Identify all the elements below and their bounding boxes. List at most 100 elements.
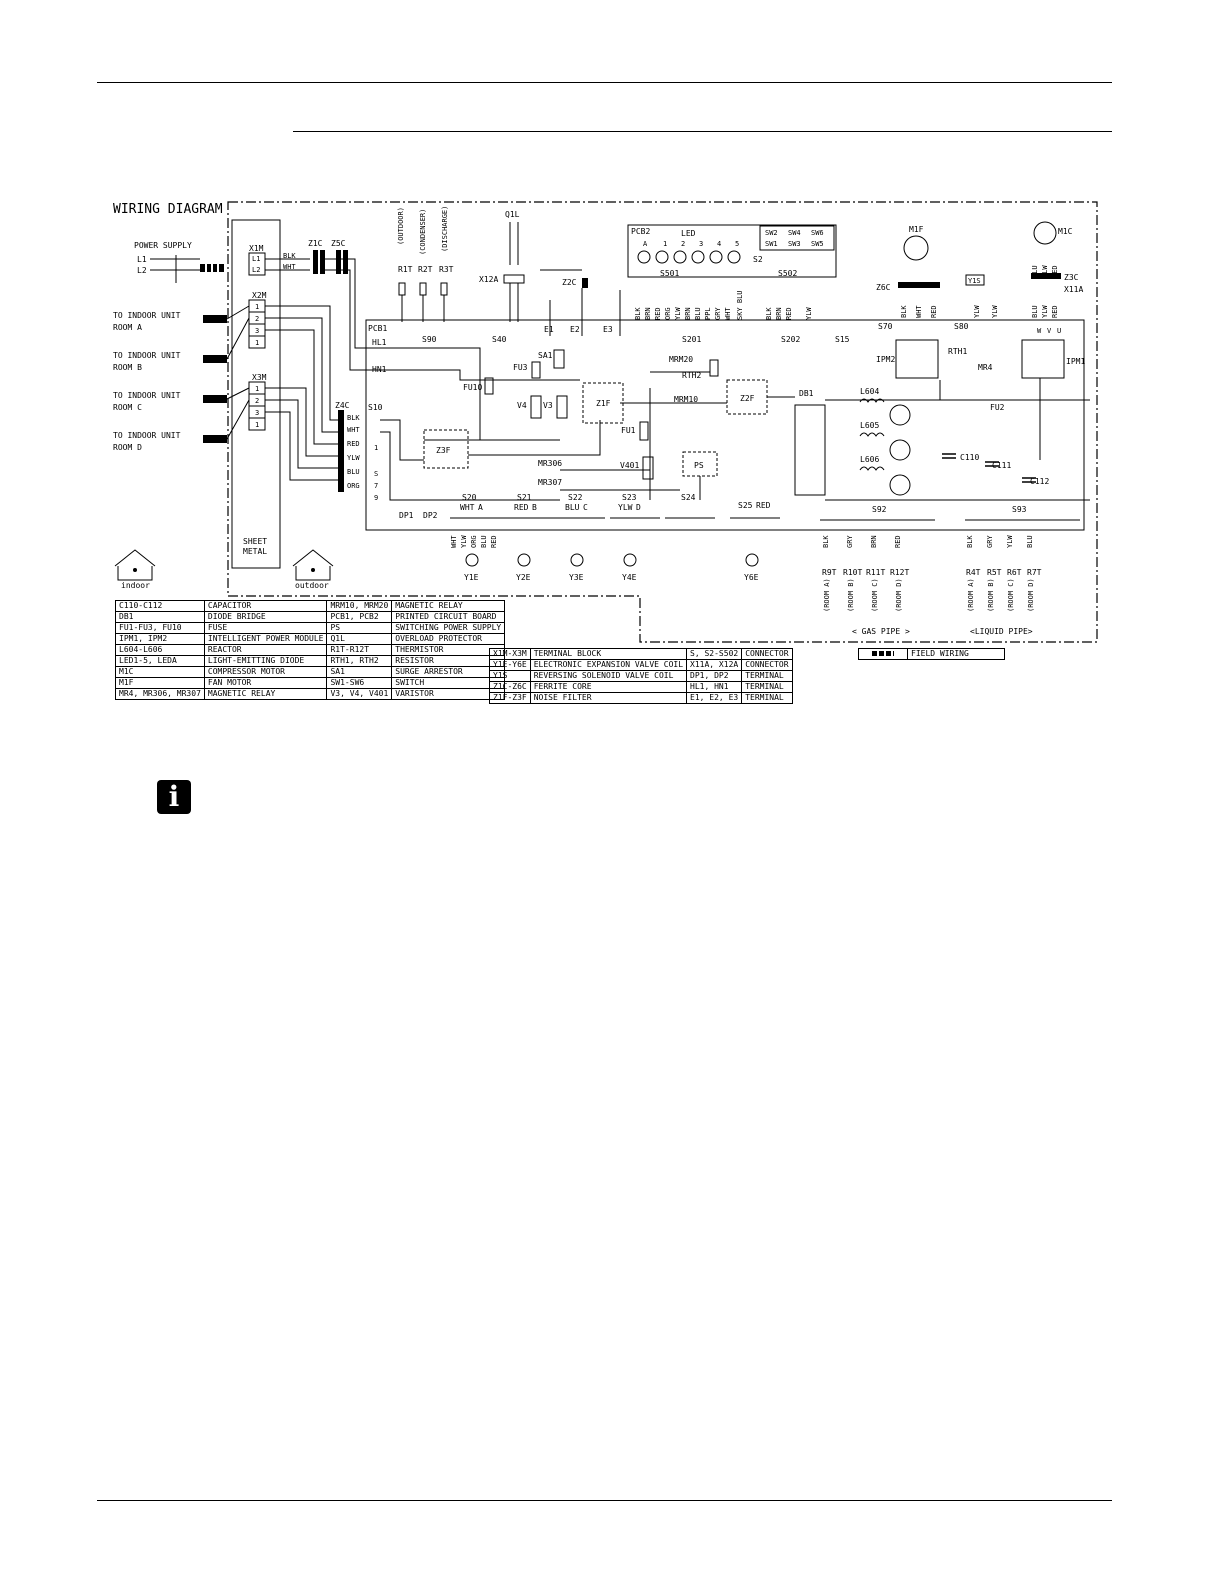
svg-text:L1: L1 — [252, 255, 260, 263]
sa1-label: SA1 — [538, 351, 553, 360]
z5c-label: Z5C — [331, 239, 346, 248]
e2-label: E2 — [570, 325, 580, 334]
svg-text:R10T: R10T — [843, 568, 862, 577]
svg-text:BLU: BLU — [1031, 305, 1039, 318]
z6c-label: Z6C — [876, 283, 891, 292]
svg-text:RED: RED — [785, 307, 793, 320]
svg-text:WHT: WHT — [347, 426, 360, 434]
e1-label: E1 — [544, 325, 554, 334]
svg-text:3: 3 — [255, 327, 259, 335]
svg-text:YLW: YLW — [460, 535, 468, 548]
svg-text:RED: RED — [1051, 305, 1059, 318]
thermistor-r3t: R3T (DISCHARGE) — [439, 206, 454, 296]
svg-text:(ROOM B): (ROOM B) — [987, 578, 995, 612]
svg-text:R9T: R9T — [822, 568, 837, 577]
ipm1-module — [1021, 339, 1065, 379]
svg-text:R12T: R12T — [890, 568, 909, 577]
fu10-label: FU10 — [463, 383, 482, 392]
svg-text:BLK: BLK — [822, 535, 830, 548]
svg-text:2: 2 — [255, 397, 259, 405]
s93-label: S93 — [1012, 505, 1027, 514]
s90-label: S90 — [422, 335, 437, 344]
svg-text:WHT: WHT — [724, 307, 732, 320]
svg-text:SW1: SW1 — [765, 240, 778, 248]
s92-label: S92 — [872, 505, 887, 514]
svg-text:S25: S25 — [738, 501, 753, 510]
diode-bridge — [794, 404, 826, 496]
outdoor-ground-house: outdoor — [292, 549, 334, 590]
q1l-label: Q1L — [505, 210, 520, 219]
svg-text:(DISCHARGE): (DISCHARGE) — [441, 206, 449, 252]
svg-text:R1T: R1T — [398, 265, 413, 274]
svg-text:RED: RED — [894, 535, 902, 548]
svg-text:GRY: GRY — [986, 535, 994, 548]
svg-text:PPL: PPL — [704, 307, 712, 320]
svg-text:WHT: WHT — [450, 535, 458, 548]
svg-text:Y2E: Y2E — [516, 573, 531, 582]
power-l2: L2 — [137, 266, 147, 275]
svg-text:A: A — [643, 240, 648, 248]
svg-text:L2: L2 — [252, 266, 260, 274]
s40-label: S40 — [492, 335, 507, 344]
svg-text:RED: RED — [654, 307, 662, 320]
x12a-label: X12A — [479, 275, 498, 284]
svg-text:TO INDOOR UNIT: TO INDOOR UNIT — [113, 431, 181, 440]
svg-text:SW5: SW5 — [811, 240, 824, 248]
led-indicators: A 1 2 3 4 5 — [637, 240, 741, 264]
gas-pipe-thermistors: BLK GRY BRN RED R9T R10T R11T R12T (ROOM… — [822, 535, 910, 636]
svg-text:SW3: SW3 — [788, 240, 801, 248]
svg-text:(CONDENSER): (CONDENSER) — [419, 209, 427, 255]
c112-label: C112 — [1030, 477, 1049, 486]
z4c-label: Z4C — [335, 401, 350, 410]
svg-text:GRY: GRY — [846, 535, 854, 548]
valve-wire-labels: WHT YLW ORG BLU RED — [450, 535, 498, 548]
led-label: LED — [681, 229, 696, 238]
svg-text:SW2: SW2 — [765, 229, 778, 237]
svg-text:BLK: BLK — [900, 305, 908, 318]
svg-text:Z2F: Z2F — [740, 394, 755, 403]
l606-label: L606 — [860, 455, 879, 464]
svg-text:ROOM A: ROOM A — [113, 323, 142, 332]
x2m-label: X2M — [252, 291, 267, 300]
x1m-label: X1M — [249, 244, 264, 253]
bottom-rule — [97, 1500, 1112, 1501]
svg-text:R6T: R6T — [1007, 568, 1022, 577]
svg-text:BLK: BLK — [634, 307, 642, 320]
svg-text:BLK: BLK — [347, 414, 360, 422]
svg-text:U: U — [1057, 327, 1061, 335]
s502-wire-labels: BLK BRN RED YLW — [765, 307, 813, 320]
svg-text:C: C — [583, 503, 588, 512]
sheet-metal-frame — [231, 219, 281, 569]
svg-text:S21: S21 — [517, 493, 532, 502]
ipm2-label: IPM2 — [876, 355, 895, 364]
s501-label: S501 — [660, 269, 679, 278]
s501-wire-labels: BLK BRN RED ORG YLW BRN BLU PPL GRY WHT … — [634, 290, 744, 320]
expansion-valve-motors: Y1E Y2E Y3E Y4E Y6E — [464, 553, 759, 582]
svg-text:WHT: WHT — [283, 263, 296, 271]
svg-text:RED: RED — [490, 535, 498, 548]
z2c-label: Z2C — [562, 278, 577, 287]
x3m-label: X3M — [252, 373, 267, 382]
x11a-label: X11A — [1064, 285, 1083, 294]
svg-text:SW6: SW6 — [811, 229, 824, 237]
s70-label: S70 — [878, 322, 893, 331]
svg-text:YLW: YLW — [973, 305, 981, 318]
x1m-block — [248, 252, 266, 276]
svg-text:TO INDOOR UNIT: TO INDOOR UNIT — [113, 311, 181, 320]
indoor-unit-room-c: TO INDOOR UNIT ROOM C — [113, 391, 227, 412]
svg-text:SW4: SW4 — [788, 229, 801, 237]
svg-text:SKY BLU: SKY BLU — [736, 290, 744, 320]
svg-text:S20: S20 — [462, 493, 477, 502]
svg-text:Y6E: Y6E — [744, 573, 759, 582]
svg-text:ROOM D: ROOM D — [113, 443, 142, 452]
c111-label: C111 — [992, 461, 1011, 470]
